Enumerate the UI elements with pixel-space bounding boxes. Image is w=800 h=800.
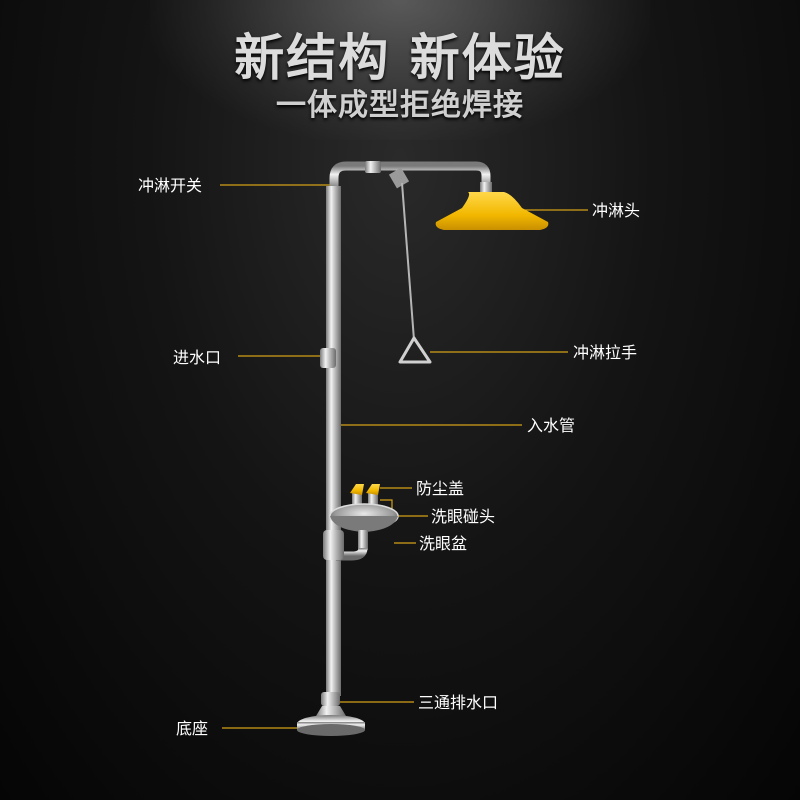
shower-head: [435, 192, 549, 230]
leader-lines: [220, 184, 588, 729]
label-water-pipe: 入水管: [527, 416, 576, 435]
shower-valve: [365, 161, 381, 173]
eyewash-bowl-underside: [330, 516, 398, 532]
dust-cover-right: [366, 484, 380, 495]
three-way-drain-fitting: [321, 692, 340, 706]
label-eyewash-nozzle: 洗眼碰头: [431, 507, 496, 526]
bowl-drain-elbow: [336, 547, 368, 561]
pull-handle: [398, 336, 432, 364]
shower-head-connector: [480, 182, 492, 192]
eyewash-tee-fitting: [323, 530, 344, 560]
label-shower-pull-handle: 冲淋拉手: [573, 343, 638, 362]
leader-line-eyewash-nozzle: [380, 499, 428, 517]
dust-cover-left: [350, 484, 364, 495]
shower-switch-lever: [388, 167, 410, 189]
label-dust-cover: 防尘盖: [416, 479, 465, 498]
eyewash-nozzle-left-stem: [352, 492, 362, 506]
label-shower-switch: 冲淋开关: [138, 176, 203, 195]
main-pipe: [326, 186, 341, 696]
page-subtitle: 一体成型拒绝焊接: [276, 88, 524, 123]
overhead-pipe: [329, 161, 491, 195]
page-title: 新结构 新体验: [234, 29, 566, 87]
label-three-way-drain: 三通排水口: [418, 693, 499, 712]
water-inlet-fitting: [320, 348, 336, 368]
label-base: 底座: [176, 719, 209, 738]
eyewash-nozzle-right-stem: [368, 492, 378, 506]
base-plate-bottom: [297, 724, 365, 736]
pull-rod: [401, 182, 415, 341]
label-water-inlet: 进水口: [173, 348, 222, 367]
label-shower-head: 冲淋头: [592, 201, 641, 220]
top-light-glow: [150, 0, 650, 140]
base-neck: [316, 706, 346, 716]
bowl-drain-pipe: [358, 530, 368, 550]
label-eyewash-bowl: 洗眼盆: [419, 534, 468, 553]
